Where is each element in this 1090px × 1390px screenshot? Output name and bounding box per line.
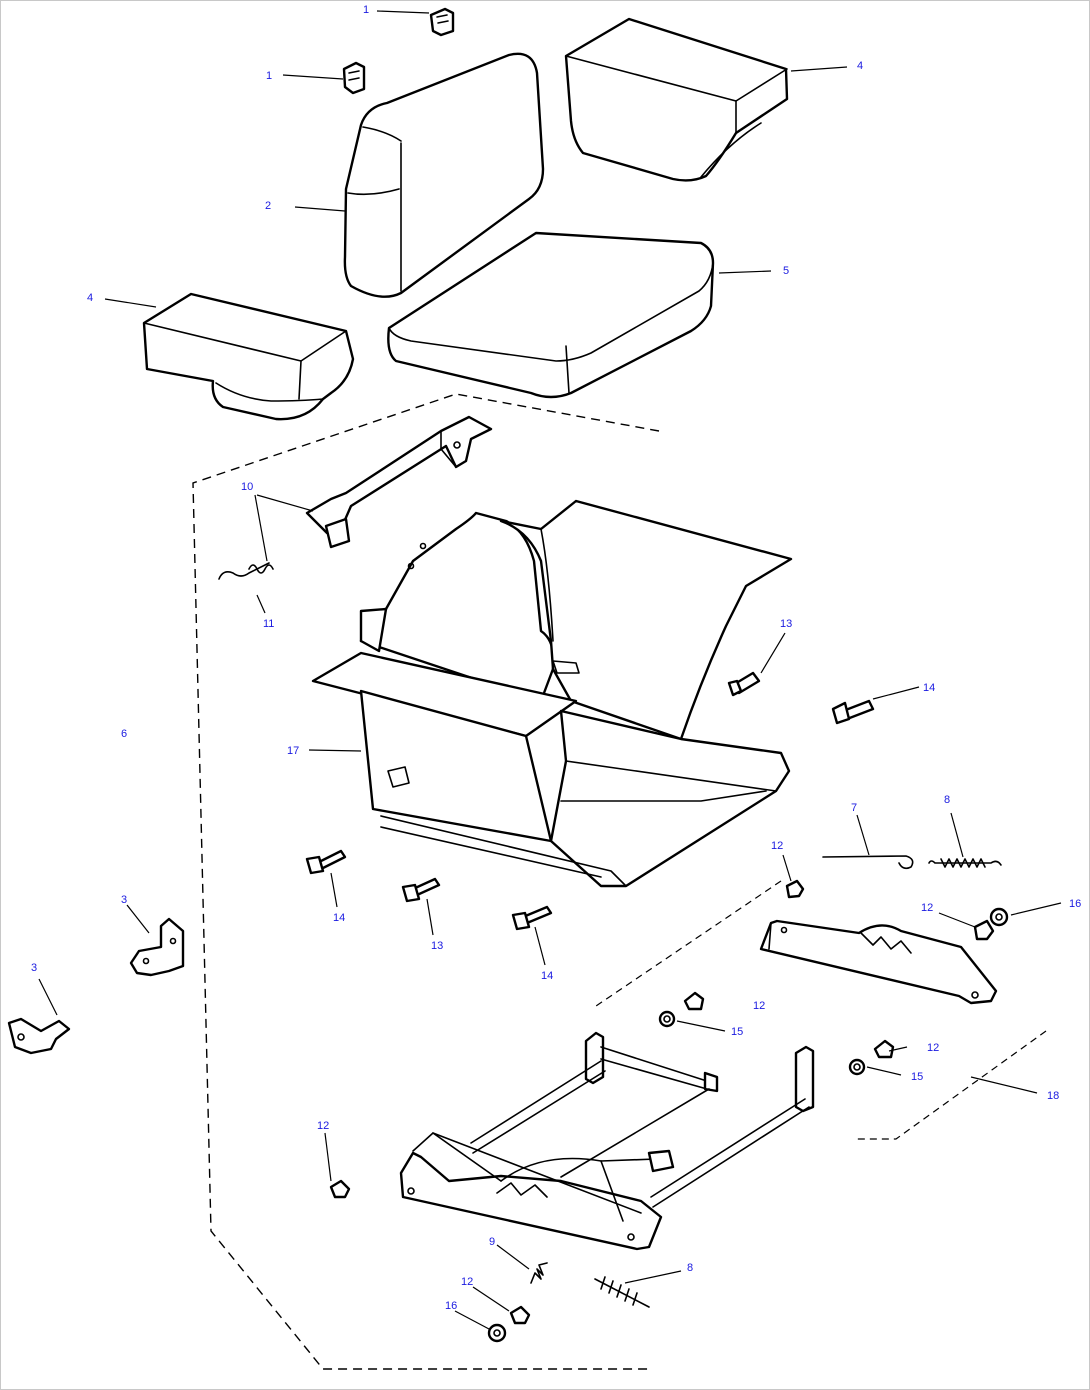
nut-part-12-e bbox=[329, 1179, 351, 1199]
armrest-part-4-right bbox=[564, 17, 789, 182]
callout-16-right: 16 bbox=[1069, 898, 1081, 910]
nut-part-12-d bbox=[873, 1039, 895, 1059]
clip-part-1-left bbox=[342, 61, 366, 95]
rod-part-7 bbox=[822, 855, 914, 870]
backrest-cushion-part-2 bbox=[343, 52, 545, 298]
callout-12-a: 12 bbox=[771, 840, 783, 852]
callout-13-lower: 13 bbox=[431, 940, 443, 952]
callout-12-c: 12 bbox=[753, 1000, 765, 1012]
bracket-part-3-upper bbox=[129, 917, 185, 977]
nut-part-12-a bbox=[785, 879, 805, 899]
assembly-boundary-18 bbox=[595, 880, 1047, 1140]
callout-5: 5 bbox=[783, 265, 789, 277]
nut-part-12-b bbox=[973, 919, 995, 941]
leader-lines bbox=[38, 10, 1062, 1330]
callout-9: 9 bbox=[489, 1236, 495, 1248]
bolt-part-14-upper-right bbox=[831, 699, 875, 725]
callout-14-upper-right: 14 bbox=[923, 682, 935, 694]
spring-part-9 bbox=[530, 1262, 548, 1284]
bolt-part-14-lower bbox=[511, 905, 553, 931]
callout-10: 10 bbox=[241, 481, 253, 493]
slide-rail-plate-part-18 bbox=[759, 919, 998, 1005]
callout-2: 2 bbox=[265, 200, 271, 212]
callout-16-lower: 16 bbox=[445, 1300, 457, 1312]
nut-part-12-c bbox=[683, 991, 705, 1011]
callout-11: 11 bbox=[263, 618, 274, 630]
callout-8-upper: 8 bbox=[944, 794, 950, 806]
callout-4-left: 4 bbox=[87, 292, 93, 304]
seat-base-frame-part-17 bbox=[311, 499, 793, 888]
callout-3-lower: 3 bbox=[31, 962, 37, 974]
washer-part-16-right bbox=[989, 907, 1009, 927]
bolt-part-13-lower bbox=[401, 877, 441, 903]
callout-1-top: 1 bbox=[363, 4, 369, 16]
callout-12-b: 12 bbox=[921, 902, 933, 914]
callout-15-lower: 15 bbox=[911, 1071, 923, 1083]
armrest-part-4-left bbox=[142, 292, 355, 421]
release-lever-part-10 bbox=[305, 415, 493, 549]
callout-7: 7 bbox=[851, 802, 857, 814]
bolt-part-13-upper bbox=[727, 671, 761, 697]
clip-part-1-top bbox=[429, 7, 455, 37]
callout-3-upper: 3 bbox=[121, 894, 127, 906]
spring-part-8-upper bbox=[928, 858, 1002, 868]
bolt-part-14-left bbox=[305, 849, 347, 875]
callout-13-upper: 13 bbox=[780, 618, 792, 630]
callout-14-lower: 14 bbox=[541, 970, 553, 982]
callout-8-lower: 8 bbox=[687, 1262, 693, 1274]
nut-part-12-f bbox=[509, 1305, 531, 1325]
callout-12-f: 12 bbox=[461, 1276, 473, 1288]
callout-6: 6 bbox=[121, 728, 127, 740]
washer-part-15-lower bbox=[848, 1058, 866, 1076]
callout-12-d: 12 bbox=[927, 1042, 939, 1054]
spring-part-11 bbox=[218, 562, 274, 580]
bracket-part-3-lower bbox=[7, 1017, 71, 1055]
callout-1-left: 1 bbox=[266, 70, 272, 82]
spring-part-8-lower bbox=[594, 1276, 650, 1308]
washer-part-15-upper bbox=[658, 1010, 676, 1028]
washer-part-16-lower bbox=[487, 1323, 507, 1343]
callout-labels: 1 1 2 4 4 5 10 11 6 17 13 14 7 8 12 14 1… bbox=[31, 4, 1081, 1312]
lower-scissor-frame bbox=[399, 1031, 815, 1251]
callout-18: 18 bbox=[1047, 1090, 1059, 1102]
callout-17: 17 bbox=[287, 745, 299, 757]
callout-4-right: 4 bbox=[857, 60, 863, 72]
assembly-boundary-6 bbox=[192, 393, 660, 1370]
callout-14-left: 14 bbox=[333, 912, 345, 924]
seat-cushion-part-5 bbox=[387, 231, 715, 399]
callout-12-e: 12 bbox=[317, 1120, 329, 1132]
callout-15-upper: 15 bbox=[731, 1026, 743, 1038]
